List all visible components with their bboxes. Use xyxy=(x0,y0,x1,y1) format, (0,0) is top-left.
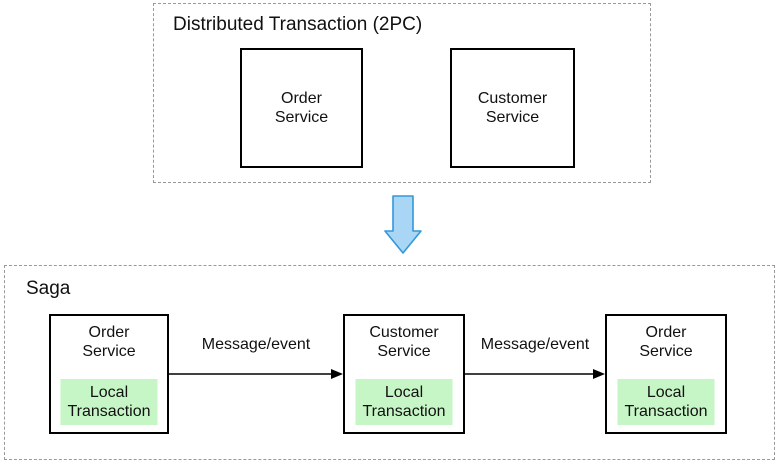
top-order-service-label: Order Service xyxy=(274,90,329,126)
saga-title: Saga xyxy=(26,278,71,299)
saga-order-service-box-1: Order Service Local Transaction xyxy=(49,314,169,434)
top-customer-service-label: Customer Service xyxy=(477,90,548,126)
top-customer-service-box: Customer Service xyxy=(450,48,575,168)
local-transaction-box-3: Local Transaction xyxy=(617,379,715,425)
saga-customer-service-label: Customer Service xyxy=(369,324,439,360)
local-transaction-label-3: Local Transaction xyxy=(624,384,708,420)
local-transaction-label-1: Local Transaction xyxy=(67,384,151,420)
saga-order-service-box-2: Order Service Local Transaction xyxy=(605,314,727,434)
message-event-label-2: Message/event xyxy=(480,336,590,353)
down-arrow-icon xyxy=(384,195,422,254)
distributed-transaction-group: Distributed Transaction (2PC) xyxy=(153,3,651,183)
message-event-arrow-1 xyxy=(169,369,343,379)
distributed-transaction-title: Distributed Transaction (2PC) xyxy=(173,14,423,35)
local-transaction-label-2: Local Transaction xyxy=(362,384,446,420)
local-transaction-box-2: Local Transaction xyxy=(355,379,453,425)
local-transaction-box-1: Local Transaction xyxy=(60,379,158,425)
message-event-arrow-2 xyxy=(465,369,605,379)
top-order-service-box: Order Service xyxy=(240,48,363,168)
saga-customer-service-box: Customer Service Local Transaction xyxy=(343,314,465,434)
message-event-label-1: Message/event xyxy=(201,336,311,353)
saga-order-service-label-1: Order Service xyxy=(82,324,136,360)
saga-order-service-label-2: Order Service xyxy=(639,324,693,360)
